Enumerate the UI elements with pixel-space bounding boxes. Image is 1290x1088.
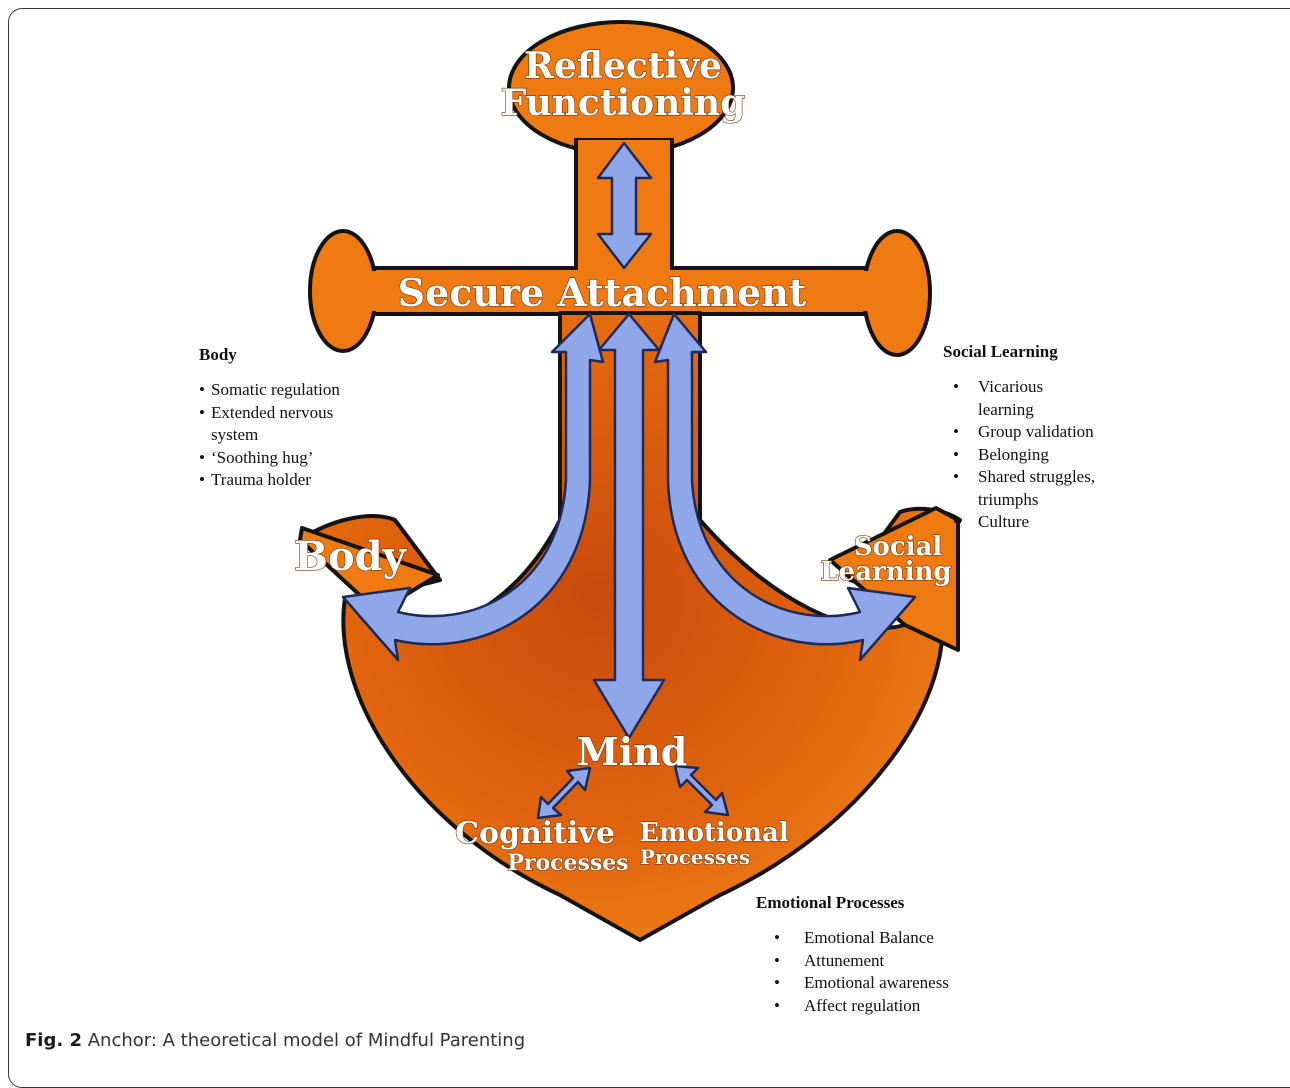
social-panel: Social Learning Vicarious learning Group…: [943, 342, 1133, 534]
list-item: Somatic regulation: [199, 379, 374, 402]
list-item: Belonging: [943, 444, 1133, 467]
label-reflective: Reflective: [524, 45, 722, 87]
list-item: Attunement: [756, 950, 996, 973]
list-item: Trauma holder: [199, 469, 374, 492]
list-item: Extended nervous system: [199, 402, 374, 447]
label-cognitive-processes: Processes: [507, 850, 628, 876]
list-item: Shared struggles, triumphs: [943, 466, 1118, 511]
body-panel-heading: Body: [199, 345, 374, 365]
list-item: Vicarious learning: [943, 376, 1068, 421]
list-item: Emotional awareness: [756, 972, 996, 995]
label-emotional-processes: Processes: [640, 845, 750, 869]
list-item: Group validation: [943, 421, 1133, 444]
label-emotional: Emotional: [639, 818, 789, 848]
figure-caption: Fig. 2 Anchor: A theoretical model of Mi…: [25, 1030, 525, 1051]
list-item: Culture: [943, 511, 1133, 534]
social-panel-heading: Social Learning: [943, 342, 1133, 362]
body-panel-list: Somatic regulation Extended nervous syst…: [199, 379, 374, 492]
emotional-panel-heading: Emotional Processes: [756, 893, 996, 913]
emotional-panel: Emotional Processes Emotional Balance At…: [756, 893, 996, 1017]
label-body: Body: [294, 533, 407, 580]
body-panel: Body Somatic regulation Extended nervous…: [199, 345, 374, 492]
label-functioning: Functioning: [501, 82, 746, 124]
emotional-panel-list: Emotional Balance Attunement Emotional a…: [756, 927, 996, 1017]
list-item: Emotional Balance: [756, 927, 996, 950]
caption-text: Anchor: A theoretical model of Mindful P…: [88, 1030, 525, 1051]
list-item: ‘Soothing hug’: [199, 447, 374, 470]
caption-label: Fig. 2: [25, 1030, 82, 1051]
list-item: Affect regulation: [756, 995, 996, 1018]
social-panel-list: Vicarious learning Group validation Belo…: [943, 376, 1133, 534]
label-learning: Learning: [820, 557, 951, 587]
label-secure-attachment: Secure Attachment: [398, 270, 807, 315]
label-mind: Mind: [577, 729, 688, 774]
label-cognitive: Cognitive: [455, 816, 615, 851]
